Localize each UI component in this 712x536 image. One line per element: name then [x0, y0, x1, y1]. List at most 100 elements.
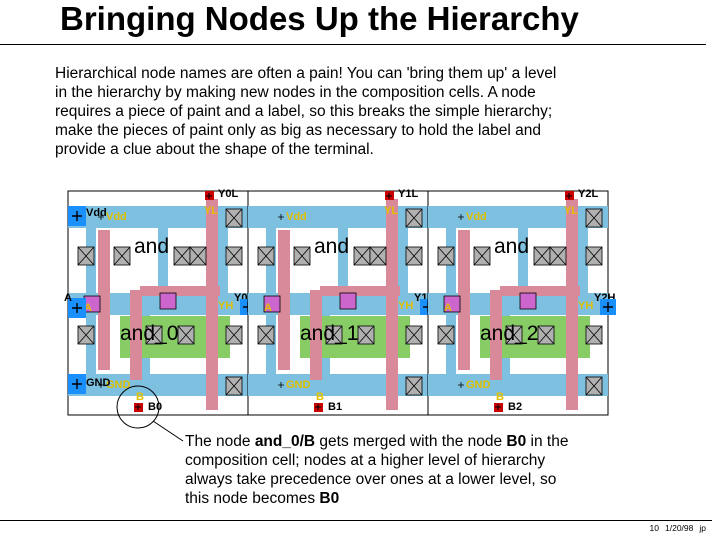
node-name: and_0/B	[254, 433, 316, 450]
poly-bar	[320, 286, 400, 296]
contact-cross	[257, 325, 275, 345]
footer-author: jp	[699, 523, 706, 533]
via	[263, 295, 281, 313]
cell-a-label: A	[444, 302, 452, 314]
cell-yh-label: YH	[398, 300, 413, 312]
node-cross-bottom	[315, 404, 321, 410]
top-node-label: Y1L	[398, 188, 418, 200]
instance-label: and_0	[120, 322, 178, 345]
page-number: 10	[649, 523, 659, 533]
poly-gate	[130, 290, 142, 380]
intro-paragraph: Hierarchical node names are often a pain…	[55, 64, 675, 159]
cell-name-label: and	[494, 235, 529, 258]
cell-vdd-cross	[278, 214, 284, 220]
contact-cross	[585, 376, 603, 396]
note-line: The node and_0/B gets merged with the no…	[185, 432, 568, 451]
bottom-node-label: B0	[148, 401, 162, 413]
instance-label: and_2	[480, 322, 538, 345]
cell-gnd-label: GND	[286, 379, 311, 391]
slide-title: Bringing Nodes Up the Hierarchy	[60, 0, 579, 37]
vdd-rail	[248, 206, 428, 228]
node-cross-bottom	[495, 404, 501, 410]
title-rule	[0, 44, 706, 45]
contact-cross	[585, 325, 603, 345]
cell-name-label: and	[314, 235, 349, 258]
footer-rule	[0, 520, 712, 521]
top-node-label: Y2L	[578, 188, 598, 200]
contact-cross	[405, 208, 423, 228]
gnd-rail	[428, 374, 608, 396]
cell-b-label: B	[316, 391, 324, 403]
contact-cross	[405, 376, 423, 396]
contact-cross	[437, 325, 455, 345]
vdd-rail	[428, 206, 608, 228]
contact-cross	[177, 325, 195, 345]
left-gnd-label: GND	[86, 377, 111, 389]
contact-cross	[225, 325, 243, 345]
left-port-plus	[72, 379, 82, 389]
bottom-node-label: B1	[328, 401, 342, 413]
contact-cross	[225, 246, 243, 266]
contact-cross	[437, 246, 455, 266]
cell-a-label: A	[84, 302, 92, 314]
note-text: always take precedence over ones at a lo…	[185, 471, 557, 488]
contact-cross	[77, 246, 95, 266]
via	[443, 295, 461, 313]
cell-gnd-cross	[458, 382, 464, 388]
left-vdd-label: Vdd	[86, 207, 107, 219]
cell-gnd-label: GND	[466, 379, 491, 391]
contact-cross	[473, 246, 491, 266]
metal-strap	[158, 228, 168, 293]
contact-cross	[585, 246, 603, 266]
intro-line: requires a piece of paint and a label, s…	[55, 103, 553, 120]
contact-cross	[357, 325, 375, 345]
node-cross-top	[566, 193, 572, 199]
port-plus	[603, 302, 613, 312]
contact-cross	[325, 325, 343, 345]
intro-line: Hierarchical node names are often a pain…	[55, 65, 557, 82]
via	[519, 292, 537, 310]
cell-yh-label: YH	[218, 300, 233, 312]
contact-cross	[77, 325, 95, 345]
cell-vdd-label: Vdd	[286, 211, 307, 223]
via	[159, 292, 177, 310]
contact-cross	[369, 246, 387, 266]
note-text: gets merged with the node	[315, 433, 507, 450]
highlight-circle	[116, 385, 160, 429]
node-cross-bottom	[135, 404, 141, 410]
intro-line: provide a clue about the shape of the te…	[55, 141, 374, 158]
poly-gate	[98, 230, 110, 370]
poly-line	[566, 199, 578, 410]
cell-vdd-cross	[458, 214, 464, 220]
note-text: in the	[526, 433, 569, 450]
note-text: composition cell; nodes at a higher leve…	[185, 452, 546, 469]
poly-line	[386, 199, 398, 410]
contact-cross	[537, 325, 555, 345]
left-a-label: A	[64, 292, 72, 304]
note-line: composition cell; nodes at a higher leve…	[185, 451, 568, 470]
mid-metal	[428, 293, 608, 315]
node-cross-top	[386, 193, 392, 199]
cell-gnd-label: GND	[106, 379, 131, 391]
node-name: B0	[506, 433, 527, 450]
contact-cross	[257, 246, 275, 266]
left-port-plus	[72, 211, 82, 221]
gnd-rail	[68, 374, 248, 396]
cell-a-label: A	[264, 302, 272, 314]
contact-cross	[225, 376, 243, 396]
cell-yl-label: YL	[384, 205, 398, 217]
contact-cross	[353, 246, 371, 266]
bottom-node-label: B2	[508, 401, 522, 413]
intro-line: in the hierarchy by making new nodes in …	[55, 84, 536, 101]
poly-gate	[310, 290, 322, 380]
poly-gate	[278, 230, 290, 370]
contact-cross	[533, 246, 551, 266]
cell-vdd-label: Vdd	[106, 211, 127, 223]
mid-metal	[248, 293, 428, 315]
instance-label: and_1	[300, 322, 358, 345]
metal-strap	[398, 228, 408, 293]
top-node-label: Y0L	[218, 188, 238, 200]
metal-strap	[218, 228, 228, 293]
contact-cross	[173, 246, 191, 266]
